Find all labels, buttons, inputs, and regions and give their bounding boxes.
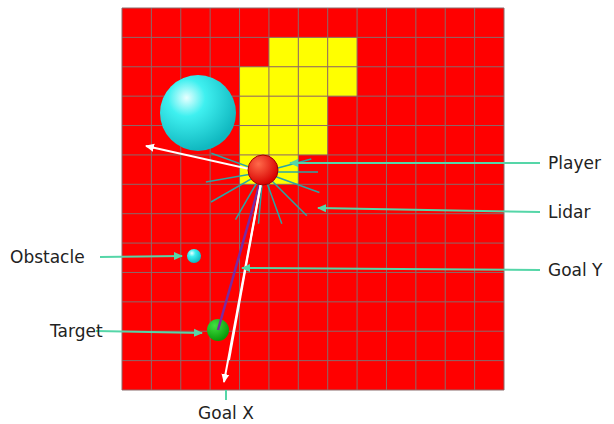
- small-obstacle: [187, 249, 201, 263]
- callout-label: Obstacle: [10, 247, 85, 267]
- player-ball: [248, 155, 278, 185]
- heading-arrow: [146, 146, 263, 172]
- goal-y-line: [218, 172, 263, 330]
- goal-x-arrow: [224, 172, 263, 382]
- callout-label: Lidar: [548, 202, 590, 222]
- callout-label: Goal Y: [548, 260, 603, 280]
- callout-label: Target: [50, 321, 103, 341]
- leader-lines: [96, 163, 540, 400]
- large-obstacle: [160, 75, 236, 151]
- callout-label: Player: [548, 153, 601, 173]
- callout-label: Goal X: [198, 403, 254, 423]
